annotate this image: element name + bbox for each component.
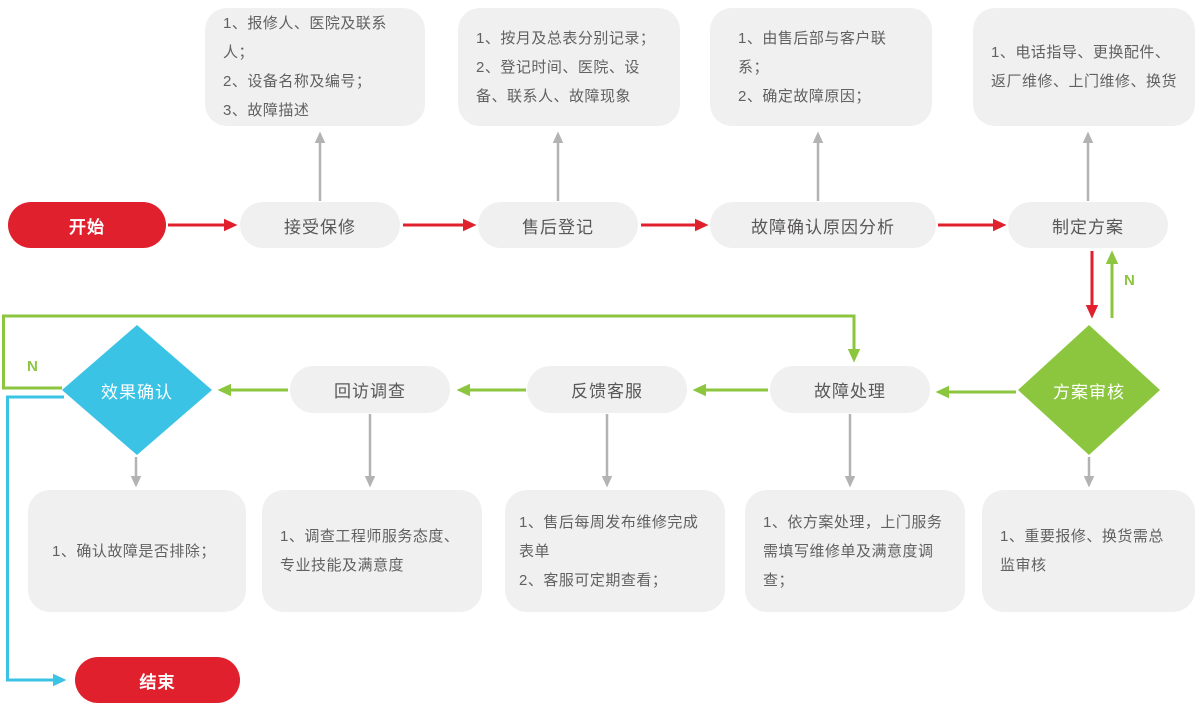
node-plan-review-label: 方案审核 (1053, 382, 1125, 402)
note-line: 1、电话指导、更换配件、返厂维修、上门维修、换货 (991, 44, 1178, 90)
node-register: 售后登记 (478, 202, 638, 248)
note-line: 1、售后每周发布维修完成表单 (519, 513, 699, 560)
node-revisit-label: 回访调查 (334, 382, 406, 401)
note-line: 2、登记时间、医院、设备、联系人、故障现象 (476, 58, 640, 105)
note-register: 1、按月及总表分别记录； 2、登记时间、医院、设备、联系人、故障现象 (458, 8, 680, 126)
note-review: 1、重要报修、换货需总监审核 (982, 490, 1195, 612)
node-plan-review: 方案审核 (1018, 325, 1160, 455)
note-line: 2、确定故障原因； (738, 87, 871, 105)
note-line: 1、按月及总表分别记录； (476, 29, 656, 47)
note-line: 1、报修人、医院及联系人； (223, 15, 387, 61)
note-line: 1、确认故障是否排除； (52, 542, 216, 560)
node-analyze-label: 故障确认原因分析 (751, 217, 895, 237)
node-start: 开始 (8, 202, 166, 248)
note-plan: 1、电话指导、更换配件、返厂维修、上门维修、换货 (973, 8, 1195, 126)
note-line: 1、重要报修、换货需总监审核 (1000, 528, 1164, 574)
node-handle-label: 故障处理 (814, 382, 886, 401)
note-line: 1、依方案处理，上门服务需填写维修单及满意度调查； (763, 513, 943, 589)
note-line: 2、客服可定期查看； (519, 571, 668, 589)
node-start-label: 开始 (69, 217, 105, 237)
note-feedback: 1、售后每周发布维修完成表单 2、客服可定期查看； (505, 490, 725, 612)
note-confirm: 1、确认故障是否排除； (28, 490, 246, 612)
branch-no-label-right: N (1124, 272, 1135, 289)
note-line: 3、故障描述 (223, 102, 310, 119)
node-plan-label: 制定方案 (1052, 217, 1124, 237)
node-end-label: 结束 (139, 672, 176, 692)
node-analyze: 故障确认原因分析 (710, 202, 936, 248)
node-end: 结束 (75, 657, 240, 703)
node-confirm-label: 效果确认 (101, 382, 173, 402)
node-accept-label: 接受保修 (284, 217, 356, 237)
note-accept: 1、报修人、医院及联系人； 2、设备名称及编号； 3、故障描述 (205, 8, 425, 126)
node-revisit: 回访调查 (290, 366, 450, 413)
note-handle: 1、依方案处理，上门服务需填写维修单及满意度调查； (745, 490, 965, 612)
node-register-label: 售后登记 (522, 217, 594, 237)
node-accept: 接受保修 (240, 202, 400, 248)
branch-no-label-left: N (27, 358, 38, 375)
note-analyze: 1、由售后部与客户联系； 2、确定故障原因； (710, 8, 932, 126)
node-feedback-label: 反馈客服 (571, 382, 643, 401)
note-line: 1、调查工程师服务态度、专业技能及满意度 (280, 528, 460, 574)
node-handle: 故障处理 (770, 366, 930, 413)
node-feedback: 反馈客服 (527, 366, 687, 413)
node-confirm: 效果确认 (62, 325, 212, 455)
note-line: 2、设备名称及编号； (223, 73, 372, 90)
note-line: 1、由售后部与客户联系； (738, 29, 887, 76)
note-revisit: 1、调查工程师服务态度、专业技能及满意度 (262, 490, 482, 612)
node-plan: 制定方案 (1008, 202, 1168, 248)
